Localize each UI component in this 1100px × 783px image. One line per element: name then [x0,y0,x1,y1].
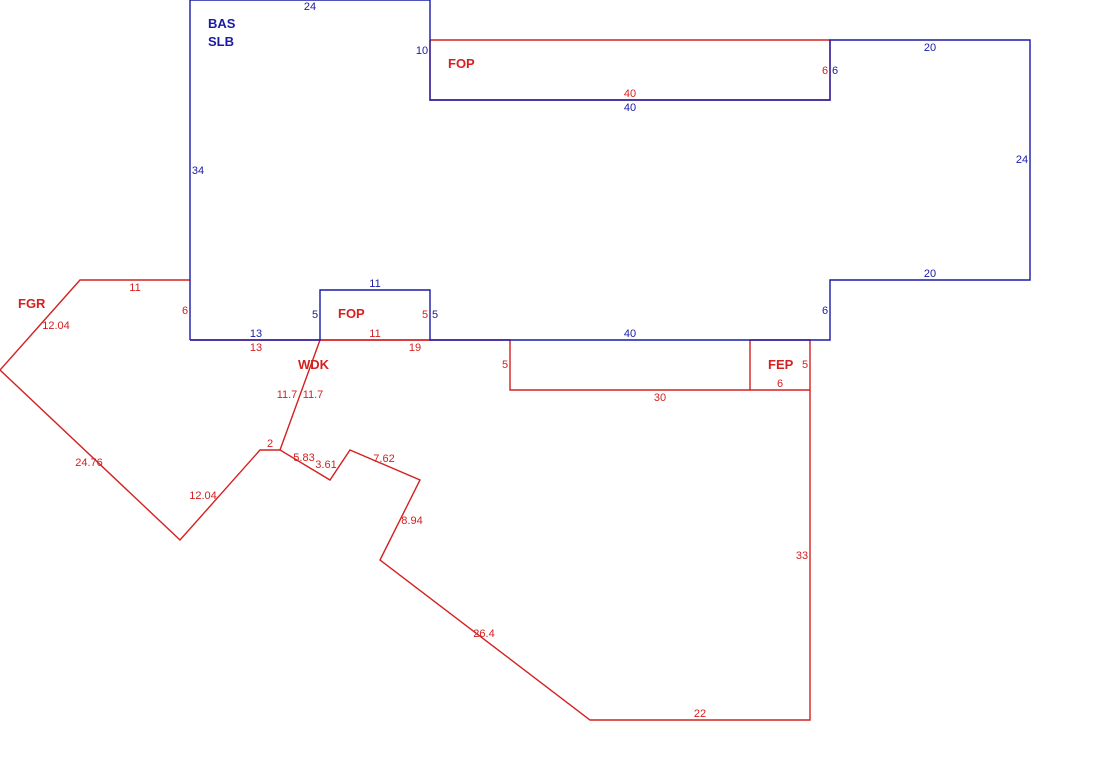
dim-bas-lower-right-step: 6 [822,305,828,317]
dim-fop-bottom-bottom: 11 [369,328,380,340]
area-label-fop-bottom: FOP [338,306,365,321]
dim-wdk-diag-a: 11.7 [277,389,298,401]
bas-outline [189,0,1031,341]
area-label-bas: BAS [208,16,236,31]
dim-bas-top: 24 [304,1,316,13]
dim-bas-step: 10 [416,45,428,57]
dim-bas-bottom-left-blue: 13 [250,328,262,340]
dim-bas-right: 24 [1016,154,1028,166]
wdk-outline [279,339,811,721]
dim-wdk-seg3: 7.62 [373,453,394,465]
area-label-wdk: WDK [298,357,330,372]
wdk-top-outline [190,339,750,391]
dim-fop-top-bottom-blue: 40 [624,102,636,114]
area-label-slb: SLB [208,34,234,49]
dim-fgr-top: 11 [129,282,140,294]
dim-bas-right-step: 6 [832,65,838,77]
dim-wdk-right: 33 [796,550,808,562]
area-label-fop-top: FOP [448,56,475,71]
dim-fgr-bottom-left: 24.76 [75,457,103,469]
dim-fop-bottom-right-blue: 5 [432,309,438,321]
dim-bas-top-right: 20 [924,42,936,54]
dim-wdk-bottom: 22 [694,708,706,720]
dim-wdk-small: 2 [267,438,273,450]
dim-bas-bottom-right: 40 [624,328,636,340]
dim-fgr-bottom-right: 12.04 [189,490,217,502]
dim-wdk-seg2: 3.61 [315,459,336,471]
dim-bas-left: 34 [192,165,204,177]
dim-bas-fop-left: 5 [312,309,318,321]
dim-fop-bottom-right-red: 5 [422,309,428,321]
blue-dimensions: 24 10 6 20 40 34 24 20 11 5 5 6 13 40 [192,1,1028,340]
fgr-outline [0,279,280,542]
dim-fop-bottom-top: 11 [369,278,380,290]
dim-wdk-bottom-top: 30 [654,392,666,404]
area-label-fgr: FGR [18,296,46,311]
dim-wdk-diag-long: 26.4 [473,628,494,640]
dim-fep-right: 5 [802,359,808,371]
dim-wdk-seg4: 8.94 [401,515,422,527]
dim-fop-top-right: 6 [822,65,828,77]
red-outlines [0,39,831,721]
dim-fop-top-bottom-red: 40 [624,88,636,100]
area-label-fep: FEP [768,357,794,372]
dim-bas-lower-right-top: 20 [924,268,936,280]
dim-bas-bottom-left-red: 13 [250,342,262,354]
dim-wdk-top-step: 5 [502,359,508,371]
dim-wdk-seg1: 5.83 [293,452,314,464]
dim-wdk-top-right: 19 [409,342,421,354]
dim-bas-lower-left: 6 [182,305,188,317]
dim-wdk-diag-b: 11.7 [303,389,324,401]
red-dimensions: 6 40 11 6 12.04 5 11 13 19 5 5 6 30 11.7… [42,65,828,720]
dim-fgr-left-top: 12.04 [42,320,70,332]
dim-fep-bottom: 6 [777,378,783,390]
